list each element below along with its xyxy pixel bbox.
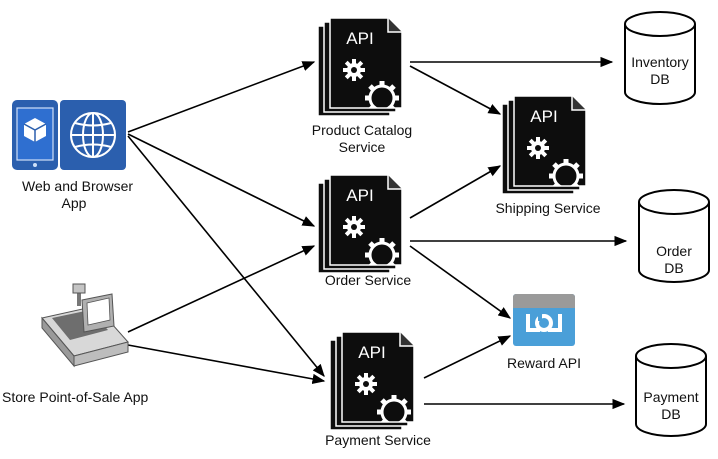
edge-web-to-product-catalog — [127, 61, 316, 133]
payment-db-label: Payment DB — [636, 389, 706, 423]
edges — [127, 56, 628, 410]
payment-service-api-icon: API — [330, 332, 414, 430]
payment-service-label: Payment Service — [325, 432, 431, 448]
order-db-label: Order DB — [639, 243, 709, 277]
web-browser-app-node — [12, 100, 126, 170]
shipping-service-label: Shipping Service — [495, 200, 601, 216]
order-db-label-line2: DB — [664, 260, 684, 276]
product-catalog-label: Product Catalog Service — [300, 122, 424, 156]
edge-web-to-payment-service — [127, 135, 325, 377]
order-service-api-icon: API — [318, 175, 402, 273]
web-app-label-line1: Web and Browser — [22, 178, 134, 194]
edge-web-to-order-service — [127, 133, 316, 227]
inventory-db-label-line1: Inventory — [631, 54, 689, 70]
api-badge: API — [530, 107, 557, 126]
order-service-label: Order Service — [324, 272, 412, 288]
reward-api-label: Reward API — [507, 355, 581, 371]
edge-pos-to-order-service — [127, 245, 316, 333]
shipping-service-api-icon: API — [502, 96, 586, 194]
reward-api-icon — [513, 294, 575, 346]
api-badge: API — [346, 186, 373, 205]
web-app-label-line2: App — [61, 195, 87, 211]
edge-order-to-shipping — [409, 165, 502, 219]
product-catalog-api-icon: API — [318, 18, 402, 116]
inventory-db-label: Inventory DB — [625, 54, 695, 88]
web-browser-app-label: Web and Browser App — [22, 178, 134, 212]
product-catalog-label-line1: Product Catalog — [311, 122, 413, 138]
edge-order-to-reward-api — [409, 245, 512, 319]
edge-payment-to-reward-api — [423, 335, 512, 379]
edge-catalog-to-shipping — [409, 65, 502, 115]
mobile-cube-icon — [12, 100, 58, 170]
cash-register-icon — [41, 283, 129, 368]
payment-db-label-line1: Payment — [643, 389, 699, 405]
edge-pos-to-payment-service — [127, 344, 326, 384]
order-db-label-line1: Order — [656, 243, 692, 259]
inventory-db-label-line2: DB — [650, 71, 670, 87]
globe-icon — [60, 100, 126, 170]
payment-db-label-line2: DB — [661, 406, 681, 422]
pos-app-label: Store Point-of-Sale App — [2, 389, 149, 405]
product-catalog-label-line2: Service — [338, 139, 386, 155]
api-badge: API — [358, 343, 385, 362]
api-badge: API — [346, 29, 373, 48]
